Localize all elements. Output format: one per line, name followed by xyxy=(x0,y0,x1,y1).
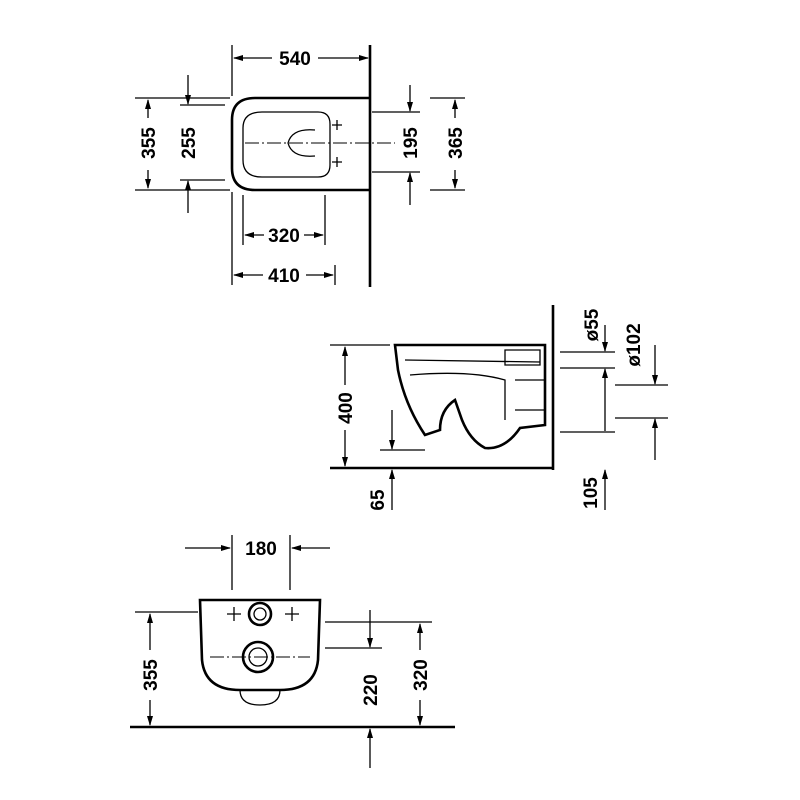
dim-195: 195 xyxy=(401,127,422,159)
dim-410: 410 xyxy=(268,266,300,287)
dim-diameter-55: ø55 xyxy=(582,308,603,341)
fixing-crosses xyxy=(227,607,299,621)
dim-320-top: 320 xyxy=(268,226,300,247)
rear-view: 180 355 220 320 xyxy=(130,535,455,768)
dim-220: 220 xyxy=(361,674,382,706)
bowl-rear-outline xyxy=(198,598,322,692)
dim-105: 105 xyxy=(581,477,602,509)
dim-355-top: 355 xyxy=(139,127,160,159)
dim-180: 180 xyxy=(245,539,277,560)
top-view: 540 355 255 195 365 320 41 xyxy=(135,45,467,287)
bowl-profile xyxy=(393,343,547,450)
inlet-connector xyxy=(504,349,541,366)
dim-355-rear: 355 xyxy=(141,659,162,691)
dim-320-rear: 320 xyxy=(411,659,432,691)
side-view: 400 65 ø55 ø102 105 xyxy=(330,305,668,511)
bowl-inner xyxy=(404,359,545,420)
bowl-outline xyxy=(230,96,370,192)
flush-opening xyxy=(287,129,316,157)
dim-diameter-102: ø102 xyxy=(624,323,645,366)
inlet-circle xyxy=(247,601,273,627)
dim-65: 65 xyxy=(368,489,389,511)
dim-365: 365 xyxy=(446,127,467,159)
bowl-inner xyxy=(242,111,331,178)
dim-400: 400 xyxy=(336,392,357,424)
dim-255: 255 xyxy=(179,127,200,159)
bowl-bottom xyxy=(239,689,281,706)
fixing-crosses xyxy=(332,120,342,167)
dim-540: 540 xyxy=(279,49,311,70)
